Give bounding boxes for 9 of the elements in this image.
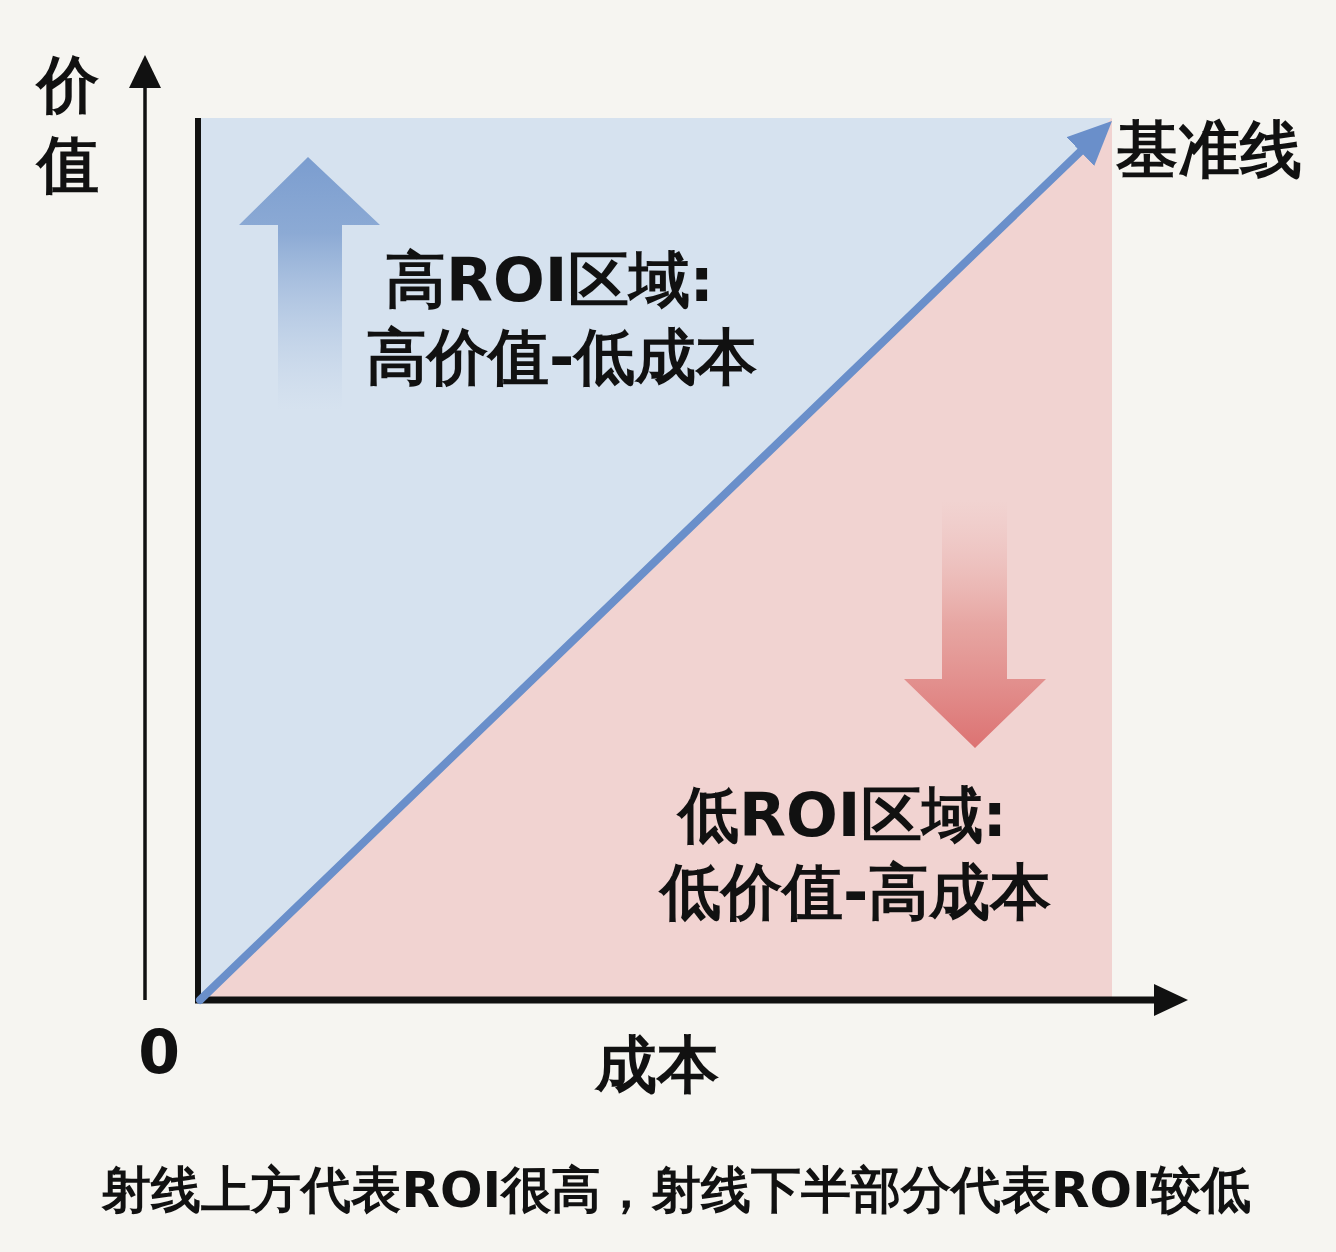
axis-label: 价值	[37, 47, 99, 203]
region-text: 高价值-低成本	[366, 322, 758, 392]
region-heading: 低ROI区域:	[678, 780, 1007, 850]
region-heading: 高ROI区域:	[385, 245, 714, 315]
region-text: 低价值-高成本	[660, 857, 1052, 927]
line-label: 基准线	[1116, 116, 1302, 184]
caption: 射线上方代表ROI很高，射线下半部分代表ROI较低	[101, 1161, 1251, 1219]
axis-label: 成本	[595, 1031, 719, 1099]
origin-label: 0	[138, 1019, 180, 1085]
